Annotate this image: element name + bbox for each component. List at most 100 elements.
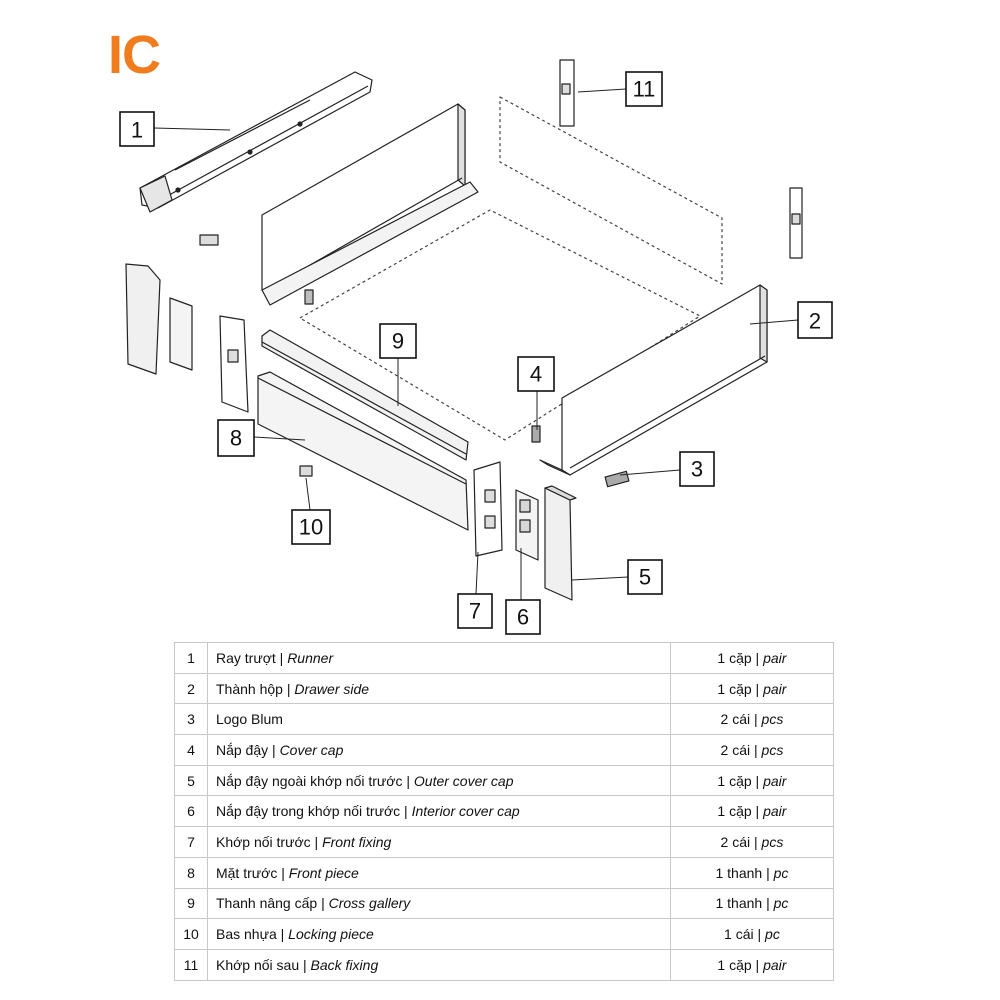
part-qty-cell: 1 thanh | pc <box>669 887 835 920</box>
parts-table: 1 Ray trượt | Runner 1 cặp | pair 2 Thàn… <box>174 642 835 981</box>
part-number: 10 <box>174 918 208 950</box>
callout-box-3 <box>679 451 715 487</box>
part-name-en: Back fixing <box>310 956 379 973</box>
part-qty-en: pcs <box>761 741 784 758</box>
left-drawer-side <box>261 103 479 306</box>
front-fixing-part <box>473 461 503 557</box>
part-qty-cell: 1 cặp | pair <box>669 672 835 705</box>
part-name-en: Cover cap <box>279 741 344 758</box>
part-qty-en: pc <box>773 864 789 881</box>
part-name-cell: Nắp đậy trong khớp nối trước | Interior … <box>206 795 671 828</box>
part-qty-en: pcs <box>761 711 784 728</box>
part-number: 1 <box>174 642 208 674</box>
outer-cover-cap-part <box>544 485 577 601</box>
callout-box-9 <box>379 323 417 359</box>
cross-gallery-part <box>261 329 469 461</box>
part-qty-cell: 1 cặp | pair <box>669 948 835 981</box>
part-name-vi: Nắp đậy trong khớp nối trước <box>215 803 401 820</box>
part-name-cell: Mặt trước | Front piece <box>206 856 671 889</box>
part-qty-en: pair <box>763 772 787 789</box>
callout-label-1: 1 <box>131 118 143 143</box>
callout-label-5: 5 <box>639 565 651 590</box>
cover-cap-part <box>531 425 541 443</box>
part-qty-en: pair <box>763 680 787 697</box>
part-name-en: Front piece <box>288 864 359 881</box>
callout-label-8: 8 <box>230 426 242 451</box>
callout-box-8 <box>217 419 255 457</box>
part-qty-cell: 1 cái | pc <box>669 918 835 950</box>
part-name-en: Locking piece <box>288 926 374 943</box>
part-number: 9 <box>174 887 208 920</box>
part-name-en: Front fixing <box>322 833 392 850</box>
left-outer-cover-cap <box>125 263 161 375</box>
part-number: 7 <box>174 826 208 858</box>
part-name-en: Drawer side <box>294 680 370 697</box>
part-number: 6 <box>174 795 208 828</box>
callout-label-3: 3 <box>691 457 703 482</box>
part-name-en: Runner <box>287 649 334 666</box>
part-name-cell: Thành hộp | Drawer side <box>206 672 671 705</box>
right-drawer-side <box>539 284 768 476</box>
part-name-en: Outer cover cap <box>413 772 514 789</box>
callout-label-4: 4 <box>530 362 542 387</box>
part-name-vi: Khớp nối sau <box>215 956 300 973</box>
part-qty-vi: 1 thanh <box>715 864 763 881</box>
callout-label-9: 9 <box>392 329 404 354</box>
part-name-cell: Khớp nối trước | Front fixing <box>206 826 671 858</box>
part-qty-en: pc <box>765 926 780 943</box>
callout-label-11: 11 <box>633 77 656 102</box>
callout-box-5 <box>627 559 663 595</box>
callout-box-6 <box>505 599 541 635</box>
part-name-en: Cross gallery <box>328 895 411 912</box>
callout-label-10: 10 <box>299 515 323 540</box>
exploded-view-diagram: 1 2 3 4 5 6 7 8 9 10 11 <box>119 59 833 635</box>
part-name-cell: Logo Blum <box>206 703 671 736</box>
part-qty-vi: 1 thanh <box>715 895 763 912</box>
part-name-cell: Nắp đậy ngoài khớp nối trước | Outer cov… <box>206 764 671 797</box>
callout-label-7: 7 <box>469 599 481 624</box>
part-number: 5 <box>174 764 208 797</box>
part-qty-vi: 2 cái <box>720 833 751 850</box>
part-qty-vi: 1 cái <box>724 926 754 943</box>
back-panel-outline <box>499 96 723 285</box>
callout-label-2: 2 <box>809 309 821 334</box>
table-row: 7 Khớp nối trước | Front fixing 2 cái | … <box>174 826 835 858</box>
part-qty-cell: 2 cái | pcs <box>669 734 835 766</box>
part-name-en: Interior cover cap <box>411 803 520 820</box>
diagram-title: IC <box>108 25 161 85</box>
callout-box-1 <box>119 111 155 147</box>
part-qty-cell: 2 cái | pcs <box>669 826 835 858</box>
logo-part <box>604 470 630 488</box>
table-row: 8 Mặt trước | Front piece 1 thanh | pc <box>174 856 835 889</box>
left-front-fixing <box>219 315 249 413</box>
part-name-vi: Bas nhựa <box>215 926 277 943</box>
table-row: 1 Ray trượt | Runner 1 cặp | pair <box>174 642 835 674</box>
part-number: 2 <box>174 672 208 705</box>
callout-box-10 <box>291 509 331 545</box>
part-qty-cell: 1 cặp | pair <box>669 642 835 674</box>
part-qty-vi: 1 cặp <box>717 680 752 697</box>
part-name-vi: Thành hộp <box>215 680 283 697</box>
part-qty-en: pc <box>773 895 789 912</box>
part-qty-vi: 1 cặp <box>717 649 752 666</box>
bottom-panel-outline <box>299 209 701 441</box>
table-row: 9 Thanh nâng cấp | Cross gallery 1 thanh… <box>174 887 835 920</box>
part-qty-vi: 1 cặp <box>717 956 752 973</box>
back-fixing-part <box>559 59 803 259</box>
part-qty-en: pcs <box>761 833 784 850</box>
table-row: 2 Thành hộp | Drawer side 1 cặp | pair <box>174 672 835 705</box>
table-row: 10 Bas nhựa | Locking piece 1 cái | pc <box>174 918 835 950</box>
part-qty-cell: 1 cặp | pair <box>669 764 835 797</box>
table-row: 6 Nắp đậy trong khớp nối trước | Interio… <box>174 795 835 828</box>
part-number: 3 <box>174 703 208 736</box>
part-qty-en: pair <box>763 649 787 666</box>
part-number: 11 <box>174 948 208 981</box>
part-qty-vi: 2 cái <box>720 741 751 758</box>
part-name-cell: Thanh nâng cấp | Cross gallery <box>206 887 671 920</box>
table-row: 4 Nắp đậy | Cover cap 2 cái | pcs <box>174 734 835 766</box>
callout-box-2 <box>797 301 833 339</box>
callout-box-4 <box>517 356 555 392</box>
part-name-vi: Thanh nâng cấp <box>215 895 318 912</box>
part-qty-cell: 1 thanh | pc <box>669 856 835 889</box>
locking-piece-part <box>299 465 313 477</box>
